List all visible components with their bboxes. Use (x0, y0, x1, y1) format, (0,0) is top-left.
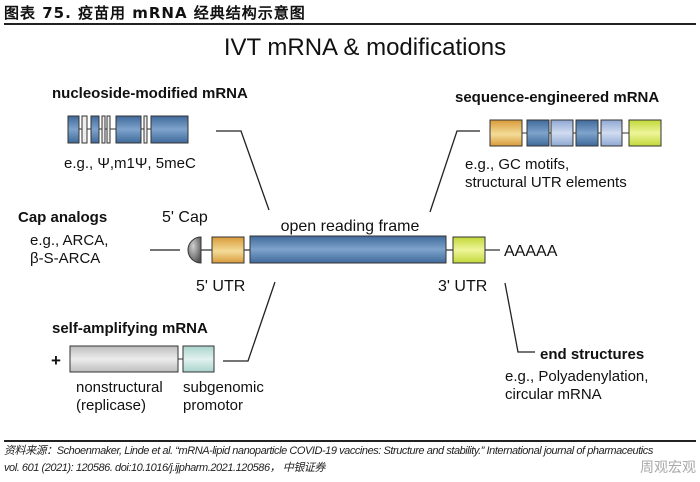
promotor-label: promotor (183, 397, 243, 414)
sequence-example-2: structural UTR elements (465, 174, 627, 191)
connector-line (429, 130, 480, 213)
source-line-2: vol. 601 (2021): 120586. doi:10.1016/j.i… (4, 462, 325, 474)
mrna-construct (187, 235, 500, 264)
utr3-label: 3' UTR (438, 278, 487, 295)
end-heading: end structures (540, 346, 644, 363)
nonstructural-label: nonstructural (76, 379, 163, 396)
cap-shape (187, 236, 202, 264)
orf-label: open reading frame (281, 218, 420, 235)
cap-heading: Cap analogs (18, 209, 107, 226)
plus-sign: + (51, 351, 61, 370)
end-example-1: e.g., Polyadenylation, (505, 368, 648, 385)
diagram-title: IVT mRNA & modifications (224, 34, 506, 61)
watermark: 周观宏观 (640, 460, 696, 476)
source-line-1: 资料来源：Schoenmaker, Linde et al. “mRNA-lip… (4, 445, 653, 457)
polya-label: AAAAA (504, 243, 558, 260)
cap-label: 5' Cap (162, 209, 208, 226)
sequence-heading: sequence-engineered mRNA (455, 89, 659, 106)
connector-line (504, 282, 535, 353)
connector-line (223, 281, 276, 362)
cap-example-2: β-S-ARCA (30, 250, 100, 267)
nucleoside-heading: nucleoside-modified mRNA (52, 85, 248, 102)
end-example-2: circular mRNA (505, 386, 602, 403)
subgenomic-label: subgenomic (183, 379, 264, 396)
figure-title: 图表 75. 疫苗用 mRNA 经典结构示意图 (4, 4, 306, 22)
utr5-box (211, 236, 245, 264)
nucleoside-construct (67, 115, 189, 144)
replicase-label: (replicase) (76, 397, 146, 414)
cap-example-1: e.g., ARCA, (30, 232, 108, 249)
footer-divider (4, 440, 696, 442)
utr3-box (452, 236, 486, 264)
connector-line (216, 130, 270, 211)
orf-box (249, 235, 447, 264)
source-footer: 资料来源：Schoenmaker, Linde et al. “mRNA-lip… (4, 444, 696, 476)
header-divider (4, 23, 696, 25)
utr5-label: 5' UTR (196, 278, 245, 295)
self-amp-construct (69, 345, 215, 373)
sequence-example-1: e.g., GC motifs, (465, 156, 569, 173)
source-row-2: vol. 601 (2021): 120586. doi:10.1016/j.i… (4, 460, 696, 476)
nucleoside-example: e.g., Ψ,m1Ψ, 5meC (64, 155, 196, 172)
self-amp-heading: self-amplifying mRNA (52, 320, 208, 337)
sequence-construct (489, 119, 662, 147)
mrna-diagram: IVT mRNA & modifications nucleoside-modi… (18, 34, 662, 414)
